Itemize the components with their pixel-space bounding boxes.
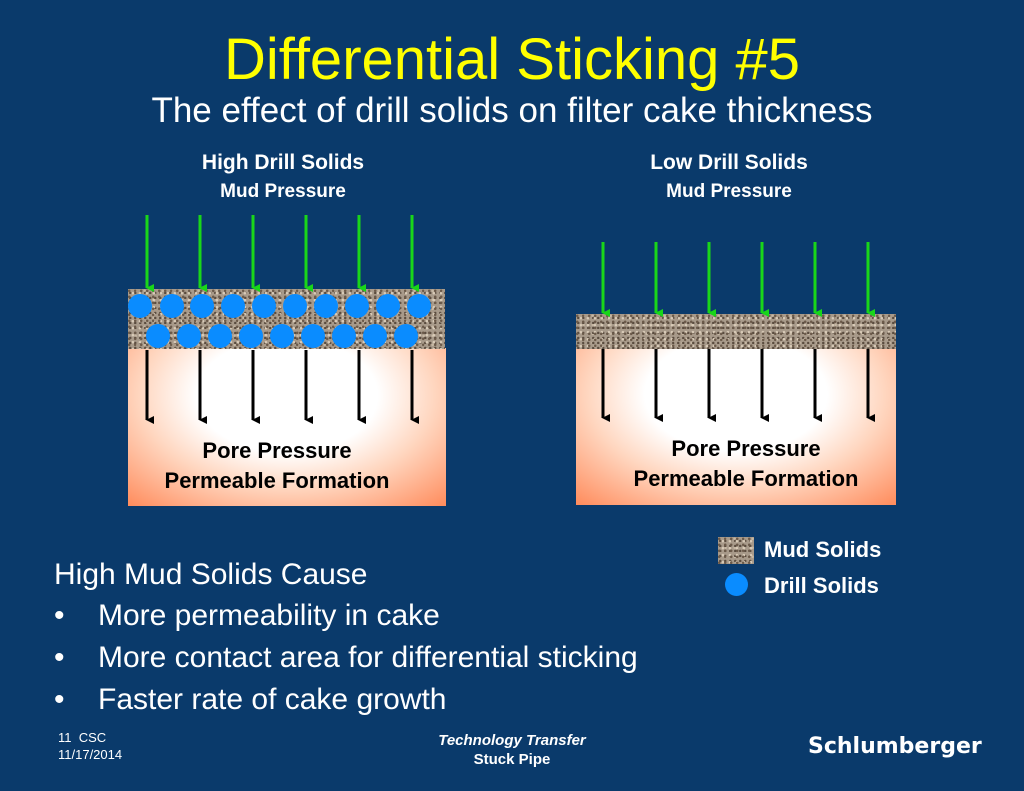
logo-text: Schlumberger [808, 734, 982, 759]
right-pore-pressure-arrows [601, 349, 875, 422]
drill-solid [128, 294, 152, 318]
pore-pressure-label: Pore Pressure [202, 438, 352, 463]
drill-solid [407, 294, 431, 318]
footer-date: 11/17/2014 [58, 747, 123, 762]
drill-solid [208, 324, 232, 348]
footer-center-line2: Stuck Pipe [473, 751, 551, 768]
left-pore-pressure-arrows [145, 350, 419, 424]
left-panel-subheading: Mud Pressure [220, 181, 346, 202]
bullet-dot: • [54, 641, 65, 674]
schlumberger-logo: Schlumberger [808, 734, 982, 759]
right-formation [576, 347, 896, 505]
legend-mud-solids-swatch [718, 537, 754, 564]
right-formation-label: Pore Pressure Permeable Formation [596, 434, 896, 494]
bullet-text: More permeability in cake [98, 599, 440, 632]
drill-solid [394, 324, 418, 348]
bullet-dot: • [54, 683, 65, 716]
bullet-item: • More contact area for differential stic… [54, 637, 638, 678]
left-panel-heading: High Drill Solids [201, 151, 365, 174]
legend-drill-solids-label: Drill Solids [764, 573, 879, 598]
left-filter-cake [128, 289, 445, 349]
drill-solid [177, 324, 201, 348]
bullet-item: • More permeability in cake [54, 595, 440, 636]
drill-solid [301, 324, 325, 348]
drill-solid [239, 324, 263, 348]
bullets-heading: High Mud Solids Cause [54, 558, 368, 591]
drill-solid [146, 324, 170, 348]
bullet-dot: • [54, 599, 65, 632]
drill-solid [283, 294, 307, 318]
right-panel-heading: Low Drill Solids [650, 151, 808, 174]
right-mud-pressure-arrows [601, 242, 875, 317]
slide-title: Differential Sticking #5 [223, 27, 800, 92]
drill-solid [345, 294, 369, 318]
footer-center-line1: Technology Transfer [438, 732, 586, 749]
permeable-formation-label: Permeable Formation [164, 468, 390, 493]
drill-solid [376, 294, 400, 318]
left-mud-pressure-arrows [145, 215, 419, 292]
drill-solid [160, 294, 184, 318]
right-panel-subheading: Mud Pressure [666, 181, 792, 202]
legend-mud-solids-label: Mud Solids [764, 537, 882, 562]
left-formation [128, 348, 446, 506]
left-formation-label: Pore Pressure Permeable Formation [128, 436, 426, 496]
drill-solid [252, 294, 276, 318]
permeable-formation-label: Permeable Formation [633, 466, 859, 491]
right-filter-cake [576, 314, 896, 349]
drill-solid [314, 294, 338, 318]
bullet-text: Faster rate of cake growth [98, 683, 447, 716]
bullet-item: • Faster rate of cake growth [54, 679, 447, 720]
pore-pressure-label: Pore Pressure [671, 436, 821, 461]
drill-solid [363, 324, 387, 348]
footer-org: CSC [78, 730, 107, 745]
bullet-text: More contact area for differential stick… [98, 641, 638, 674]
drill-solid [332, 324, 356, 348]
drill-solid [190, 294, 214, 318]
slide-number: 11 [58, 730, 72, 745]
footer-slide-info: 11 CSC [58, 730, 106, 745]
drill-solid [221, 294, 245, 318]
slide-subtitle: The effect of drill solids on filter cak… [151, 91, 873, 130]
legend-drill-solids-swatch [725, 573, 748, 596]
drill-solid [270, 324, 294, 348]
